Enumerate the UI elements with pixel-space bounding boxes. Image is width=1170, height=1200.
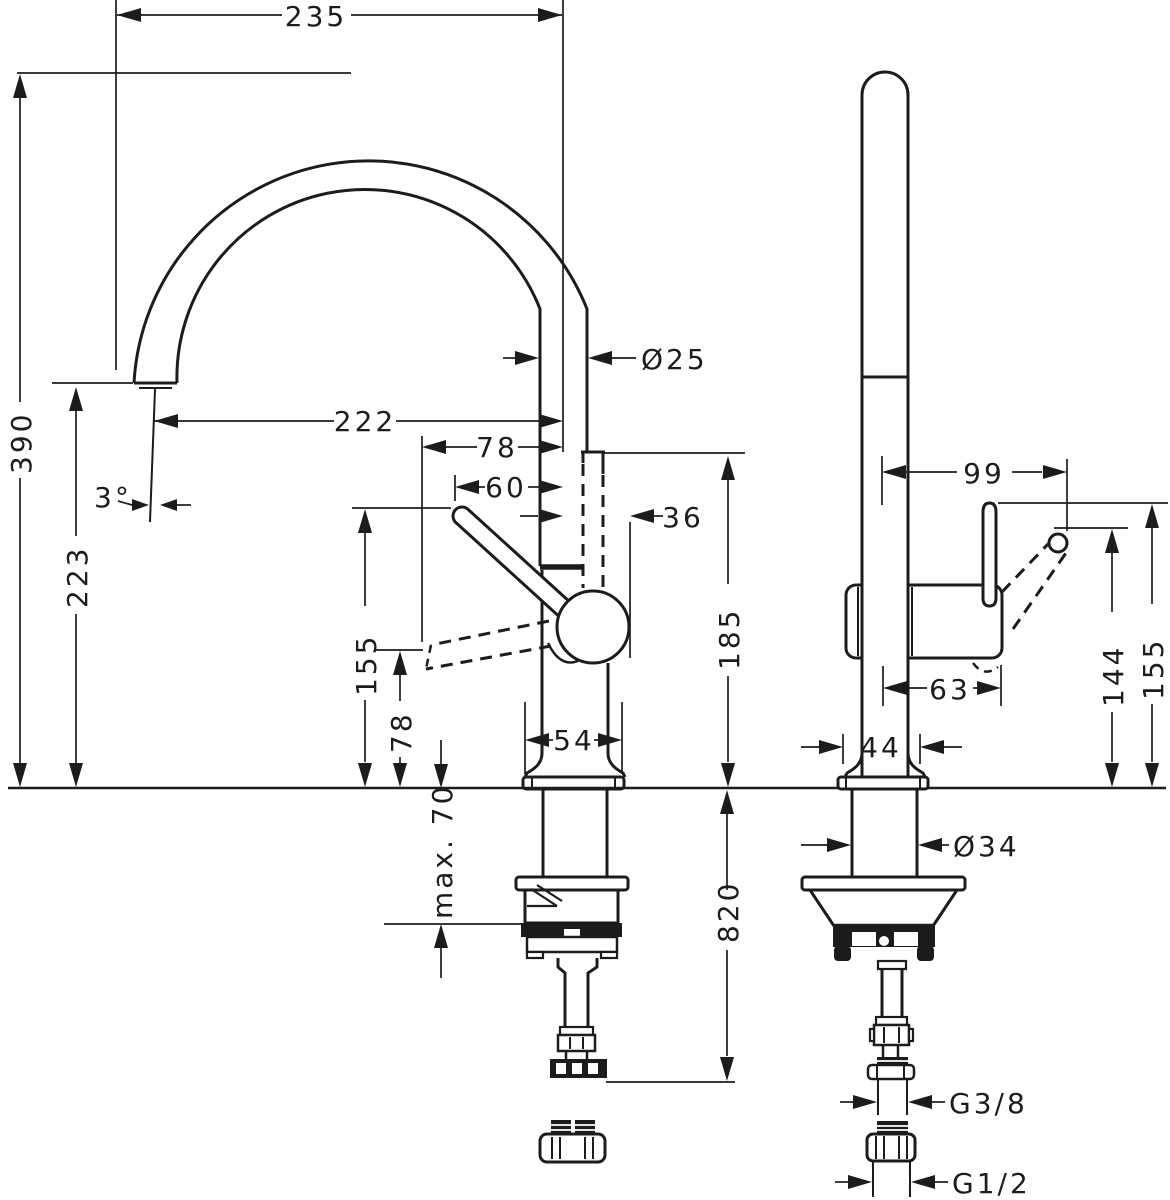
dim-handle-back-height: 144 bbox=[1054, 527, 1130, 787]
dim-hose-length: 820 bbox=[606, 790, 745, 1083]
dim-handle-reach: 99 bbox=[881, 456, 1068, 531]
dim-label-54: 54 bbox=[553, 724, 595, 757]
dim-spout-reach: 235 bbox=[115, 0, 564, 452]
handle-alt-dashed-side bbox=[971, 532, 1069, 673]
dim-label-222: 222 bbox=[334, 405, 396, 438]
dim-base-depth: 44 bbox=[801, 731, 962, 764]
dim-label-60: 60 bbox=[485, 471, 527, 504]
dim-label-235: 235 bbox=[285, 0, 347, 33]
union-nut-front bbox=[538, 1120, 607, 1164]
dim-label-78b: 78 bbox=[385, 711, 418, 753]
escutcheon-flange bbox=[800, 875, 967, 892]
dim-label-820: 820 bbox=[712, 881, 745, 943]
dim-label-99: 99 bbox=[963, 457, 1005, 490]
spout-arc bbox=[132, 159, 589, 566]
dim-label-78a: 78 bbox=[476, 431, 518, 464]
dim-ball-offset: 36 bbox=[520, 501, 704, 658]
dim-label-44: 44 bbox=[860, 731, 902, 764]
dimensions: 235 390 223 3° bbox=[5, 0, 1170, 1200]
dim-handle-tip-offset: 60 bbox=[454, 471, 563, 504]
front-under-deck bbox=[514, 790, 630, 1164]
dim-shank-diameter: Ø34 bbox=[801, 830, 1020, 863]
dim-outlet-to-axis: 222 bbox=[154, 405, 563, 438]
mounting-bracket-side bbox=[833, 926, 935, 961]
dim-label-144: 144 bbox=[1097, 645, 1130, 707]
side-under-deck bbox=[800, 790, 967, 1197]
base-flange-side bbox=[836, 775, 930, 791]
riser-pipe bbox=[860, 70, 910, 788]
dim-housing-depth: 63 bbox=[882, 665, 1002, 706]
side-view bbox=[800, 70, 1069, 1197]
dim-label-36: 36 bbox=[662, 501, 704, 534]
g12-union-nut bbox=[865, 1121, 917, 1163]
dim-label-3deg: 3° bbox=[94, 481, 132, 514]
handle-ball-joint bbox=[555, 589, 631, 665]
mounting-flange bbox=[514, 875, 630, 892]
set-screw-icon bbox=[527, 884, 563, 908]
dim-label-155s: 155 bbox=[1137, 638, 1170, 700]
dim-label-g38: G3/8 bbox=[949, 1087, 1028, 1120]
dim-label-g12: G1/2 bbox=[952, 1167, 1031, 1200]
dim-spray-angle: 3° bbox=[94, 481, 191, 514]
handle-knob bbox=[981, 501, 998, 608]
dim-handle-top-height: 155 bbox=[998, 502, 1170, 787]
dim-handle-height-front: 155 bbox=[350, 507, 451, 787]
dim-connection-thread: G1/2 bbox=[835, 1167, 1031, 1200]
horseshoe-washer bbox=[521, 923, 622, 937]
washer-plate bbox=[525, 935, 619, 954]
dim-handle-alt-offset: 78 bbox=[421, 431, 563, 642]
handle-alt-up-dashed bbox=[581, 450, 605, 588]
handle-lever bbox=[451, 505, 584, 628]
dim-label-390: 390 bbox=[5, 412, 38, 474]
dim-label-max70: max. 70 bbox=[426, 784, 459, 919]
dim-spout-diameter: Ø25 bbox=[503, 343, 708, 376]
dim-label-223: 223 bbox=[61, 546, 94, 608]
dim-label-155f: 155 bbox=[350, 634, 383, 696]
dim-label-185: 185 bbox=[713, 608, 746, 670]
dim-label-63: 63 bbox=[929, 673, 971, 706]
dim-total-height: 390 bbox=[5, 72, 351, 787]
dim-outlet-height: 223 bbox=[52, 382, 133, 787]
dim-base-width: 54 bbox=[524, 702, 623, 774]
dim-body-height: 185 bbox=[604, 452, 746, 787]
side-body bbox=[836, 658, 930, 791]
dim-label-o34: Ø34 bbox=[953, 830, 1020, 863]
dim-max-deck: max. 70 bbox=[384, 740, 524, 978]
g38-nut bbox=[866, 1057, 916, 1081]
dim-supply-thread: G3/8 bbox=[840, 1087, 1028, 1120]
water-stream-line bbox=[149, 388, 156, 523]
dim-handle-alt-height: 78 bbox=[376, 649, 423, 787]
dim-label-o25: Ø25 bbox=[641, 343, 708, 376]
supply-hose bbox=[550, 958, 607, 1078]
handle-alt-down-dashed bbox=[424, 619, 552, 671]
supply-hose-side bbox=[868, 969, 915, 1057]
